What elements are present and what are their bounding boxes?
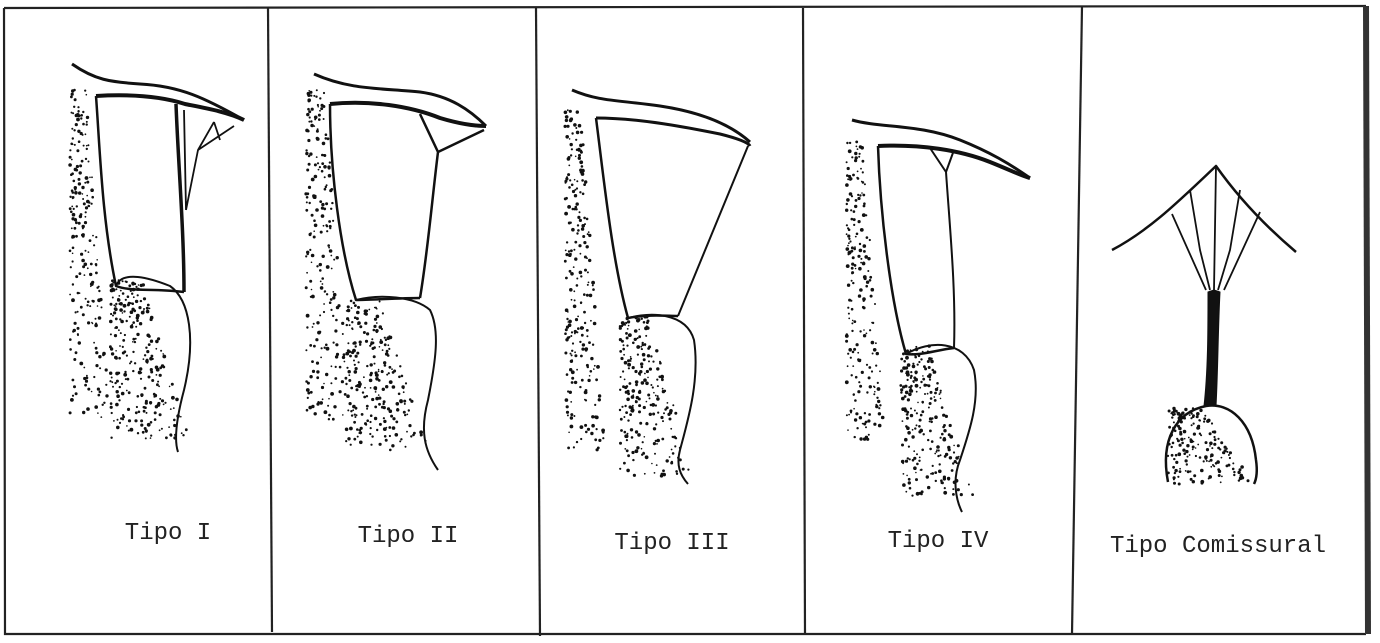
tooth-type-2-drawing [314,74,486,470]
commissural-type-drawing [1112,166,1296,484]
tipo-iii-label: Tipo III [614,530,729,557]
tooth-type-1-drawing [72,64,244,452]
tipo-i-label: Tipo I [125,520,211,547]
tooth-type-3-drawing [572,90,750,484]
tooth-type-4-drawing [852,120,1030,512]
tipo-ii-label: Tipo II [358,523,459,550]
bone-stipple-texture [68,89,1249,497]
tipo-comissural-label: Tipo Comissural [1110,533,1326,560]
tipo-iv-label: Tipo IV [888,528,989,555]
